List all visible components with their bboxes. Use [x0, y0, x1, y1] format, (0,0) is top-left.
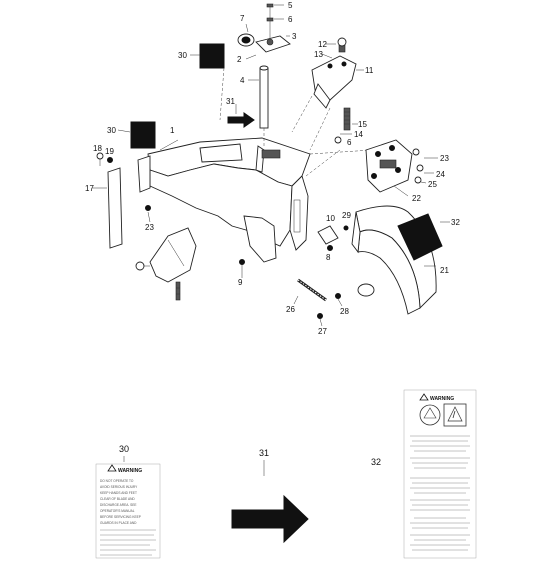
callout-6-top: 6 [288, 15, 293, 24]
callout-23-right: 23 [440, 154, 449, 163]
label32-fine-rows [410, 435, 470, 551]
callout-15: 15 [358, 120, 367, 129]
callout-21: 21 [440, 266, 449, 275]
label-30-detail [95, 463, 161, 559]
callout-25: 25 [428, 180, 437, 189]
baffle [243, 215, 277, 263]
callout-18: 18 [93, 144, 102, 153]
callout-29: 29 [342, 211, 351, 220]
label30-callout: 30 [119, 444, 129, 454]
callout-27: 27 [318, 327, 327, 336]
callout-30-top: 30 [178, 51, 187, 60]
bracket-17 [107, 167, 123, 249]
latch-10 [317, 225, 339, 245]
svg-text:CLEAR OF BLADE AND: CLEAR OF BLADE AND [100, 497, 135, 501]
callout-17: 17 [85, 184, 94, 193]
callout-5: 5 [288, 1, 293, 10]
svg-text:OPERATOR'S MANUAL: OPERATOR'S MANUAL [100, 509, 135, 513]
washer-6 [266, 17, 274, 22]
spring-15 [343, 107, 351, 131]
label32-pictogram-box [443, 403, 467, 427]
label30-text-lines: DO NOT OPERATE TO AVOID SERIOUS INJURY K… [100, 479, 141, 525]
bolt-9 [239, 259, 245, 265]
callout-28: 28 [340, 307, 349, 316]
callout-8: 8 [326, 253, 331, 262]
svg-text:DISCHARGE AREA. SEE: DISCHARGE AREA. SEE [100, 503, 137, 507]
callout-9: 9 [238, 278, 243, 287]
callout-19: 19 [105, 147, 114, 156]
svg-text:DO NOT OPERATE TO: DO NOT OPERATE TO [100, 479, 134, 483]
lower-bracket-left [149, 227, 197, 283]
label31-callout: 31 [259, 448, 269, 458]
label-32-detail [403, 389, 477, 559]
callout-24: 24 [436, 170, 445, 179]
bolt-29 [343, 225, 349, 231]
callout-32-top: 32 [451, 218, 460, 227]
decal-32-on-guard [397, 213, 443, 261]
callout-11: 11 [365, 66, 374, 75]
callout-6-right: 6 [347, 138, 352, 147]
callout-3: 3 [292, 32, 297, 41]
post-4 [259, 67, 269, 129]
label30-fine-rows [100, 529, 156, 556]
bolt-head-5 [266, 3, 274, 8]
callout-10: 10 [326, 214, 335, 223]
callout-7: 7 [240, 14, 245, 23]
callout-26: 26 [286, 305, 295, 314]
svg-text:GUARDS IN PLACE AND: GUARDS IN PLACE AND [100, 521, 137, 525]
callout-1: 1 [170, 126, 175, 135]
arrow-31-small [227, 112, 255, 128]
bolt-18 [96, 152, 104, 160]
callout-4: 4 [240, 76, 245, 85]
decal-square-30-top [199, 43, 225, 69]
callout-31-top: 31 [226, 97, 235, 106]
callout-12: 12 [318, 40, 327, 49]
callout-23-left: 23 [145, 223, 154, 232]
callout-30-left: 30 [107, 126, 116, 135]
clamp-block-2 [255, 35, 291, 53]
callout-13: 13 [314, 50, 323, 59]
callout-22: 22 [412, 194, 421, 203]
callout-14: 14 [354, 130, 363, 139]
svg-text:AVOID SERIOUS INJURY: AVOID SERIOUS INJURY [100, 485, 138, 489]
svg-text:KEEP HANDS AND FEET: KEEP HANDS AND FEET [100, 491, 137, 495]
svg-text:BEFORE SERVICING KEEP: BEFORE SERVICING KEEP [100, 515, 141, 519]
arrow-31-detail [231, 494, 309, 544]
label32-callout: 32 [371, 457, 381, 467]
callout-2: 2 [237, 55, 242, 64]
label32-warning-title: WARNING [430, 396, 454, 402]
label30-warning-title: WARNING [118, 468, 142, 474]
label32-pictogram-circle [419, 404, 441, 426]
decal-square-30-left [130, 121, 156, 149]
